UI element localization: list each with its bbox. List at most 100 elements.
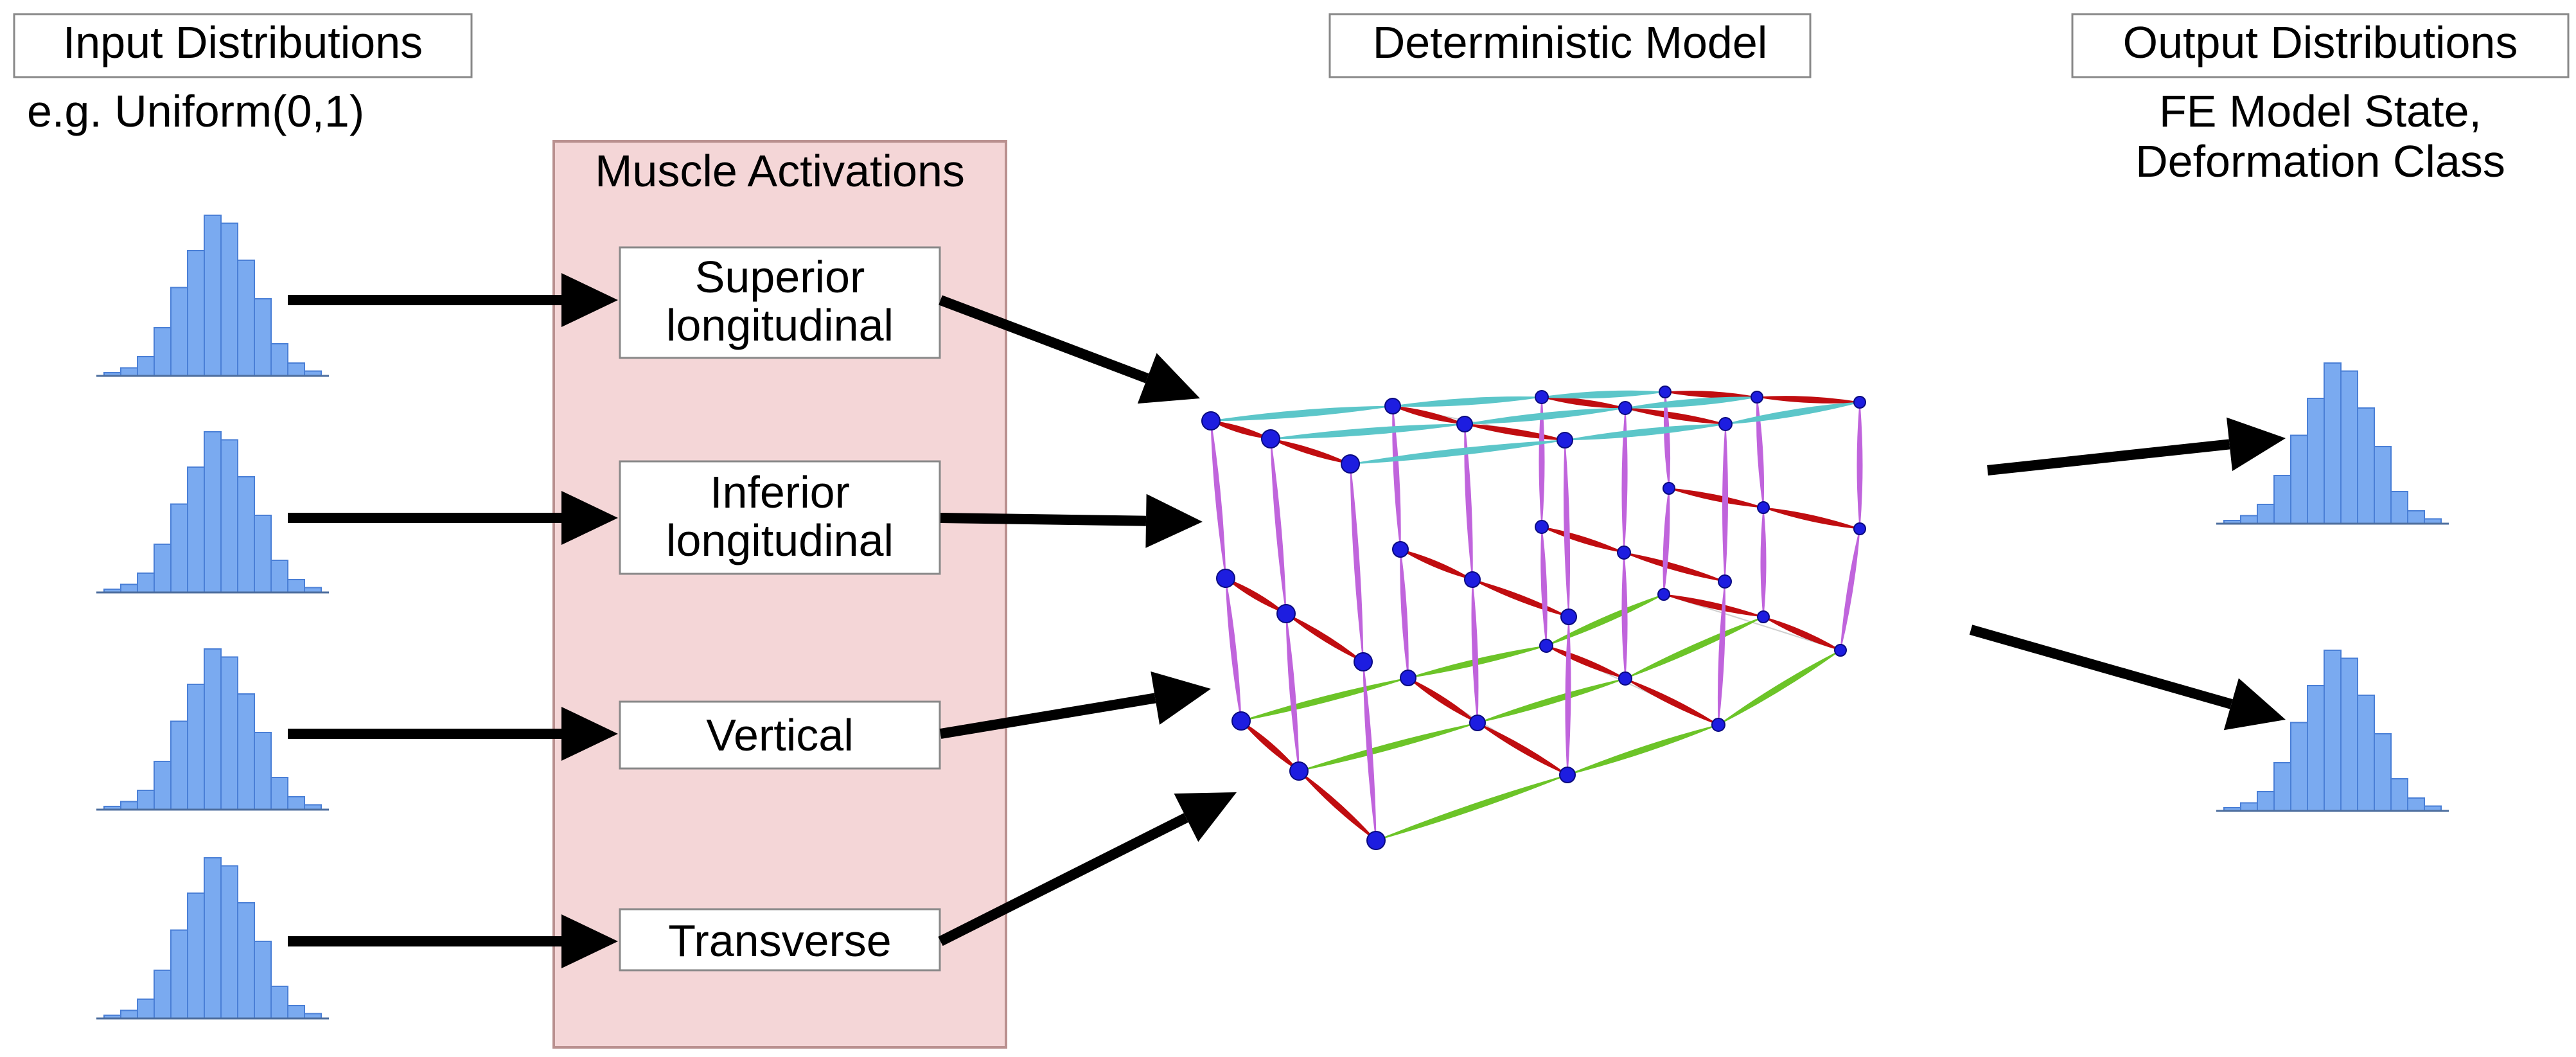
histogram-bar: [120, 801, 138, 810]
fiber-transverse: [1541, 396, 1626, 409]
histogram-bar: [187, 893, 205, 1019]
histogram-bar: [237, 260, 255, 377]
fiber-vertical: [1756, 396, 1765, 508]
mesh-node: [1657, 588, 1670, 601]
histogram-bar: [120, 1009, 138, 1019]
histogram-bar: [270, 343, 288, 377]
input-histogram: [96, 857, 329, 1020]
muscle-label-superior: Superior: [695, 252, 865, 302]
histogram-bar: [170, 287, 188, 377]
fiber-superior-longitudinal: [1725, 402, 1860, 425]
histogram-bar: [154, 327, 172, 377]
histogram-bar: [2257, 791, 2275, 812]
mesh-node: [1559, 767, 1576, 783]
histogram-bar: [137, 356, 155, 377]
arrow-icon: [2223, 678, 2286, 731]
fiber-transverse: [1285, 613, 1364, 662]
histogram-bar: [154, 761, 172, 810]
fiber-superior-longitudinal: [1541, 390, 1666, 399]
arrow-icon: [1145, 493, 1203, 548]
histogram-bar: [137, 790, 155, 810]
histogram-bar: [154, 970, 172, 1019]
histogram-bar: [137, 573, 155, 593]
fiber-vertical: [1717, 581, 1726, 725]
arrow-icon: [1137, 353, 1200, 404]
fiber-vertical: [1621, 407, 1628, 553]
mesh-node: [1354, 652, 1373, 671]
mesh-node: [1341, 454, 1360, 474]
mesh-node: [1718, 574, 1732, 589]
fiber-inferior-longitudinal: [1375, 774, 1568, 841]
mesh-node: [1469, 715, 1486, 731]
histogram-bar: [287, 579, 305, 593]
arrow-icon: [2227, 417, 2286, 472]
input-title: Input Distributions: [63, 17, 423, 67]
fiber-transverse: [1546, 645, 1626, 679]
input-subtitle: e.g. Uniform(0,1): [27, 86, 364, 136]
fiber-vertical: [1760, 507, 1767, 617]
mesh-node: [1853, 396, 1866, 409]
fiber-vertical: [1840, 528, 1860, 651]
fiber-transverse: [1407, 677, 1478, 724]
arrow-icon: [561, 273, 618, 327]
mesh-node: [1757, 501, 1770, 514]
fiber-inferior-longitudinal: [1625, 616, 1764, 679]
histogram-bar: [2390, 778, 2408, 812]
histogram-bar: [254, 941, 272, 1019]
fiber-vertical: [1350, 463, 1364, 662]
activations-title: Muscle Activations: [595, 146, 965, 196]
mesh-node: [1216, 569, 1235, 588]
fiber-transverse: [1477, 722, 1568, 776]
output-subtitle-line-2: Deformation Class: [2135, 136, 2505, 186]
histogram-bar: [220, 656, 238, 810]
fiber-transverse: [1472, 579, 1569, 617]
arrow-shaft: [938, 813, 1188, 946]
mesh-node: [1618, 671, 1632, 686]
histogram-bar: [2307, 685, 2325, 812]
histogram-bar: [187, 466, 205, 593]
input-histogram: [96, 215, 329, 377]
mesh-node: [1718, 417, 1733, 431]
fiber-vertical: [1210, 420, 1226, 579]
histogram-bar: [2240, 515, 2258, 524]
arrow-shaft: [939, 693, 1156, 739]
mesh-node: [1853, 522, 1866, 535]
mesh-node: [1456, 416, 1473, 432]
histogram-bar: [120, 583, 138, 593]
histogram-bar: [2307, 398, 2325, 524]
fiber-inferior-longitudinal: [1477, 678, 1626, 724]
mesh-node: [1231, 711, 1251, 731]
fiber-vertical: [1270, 438, 1287, 614]
fiber-inferior-longitudinal: [1567, 724, 1719, 776]
muscle-box-inferior-longitudinal: [619, 460, 941, 575]
histogram-bar: [2374, 446, 2392, 524]
fiber-vertical: [1225, 578, 1242, 722]
fiber-vertical: [1400, 549, 1409, 679]
histogram-bar: [254, 298, 272, 377]
mesh-node: [1535, 390, 1549, 404]
mesh-node: [1392, 541, 1409, 558]
mesh-node: [1276, 604, 1296, 623]
fiber-vertical: [1722, 423, 1728, 582]
fiber-transverse: [1270, 438, 1351, 465]
muscle-label-inferior-2: longitudinal: [666, 515, 894, 565]
output-histogram: [2216, 362, 2449, 525]
arrow-icon: [561, 707, 618, 761]
mesh-node: [1535, 520, 1549, 534]
histogram-bar: [287, 362, 305, 377]
histogram-bar: [2273, 762, 2291, 812]
fiber-transverse: [1625, 407, 1726, 425]
histogram-bar: [170, 929, 188, 1019]
histogram-bar: [204, 857, 222, 1019]
histogram-bar: [2273, 475, 2291, 524]
histogram-bar: [2324, 650, 2342, 812]
histogram-bar: [220, 865, 238, 1019]
histogram-bar: [270, 560, 288, 593]
arrow-icon: [1151, 671, 1211, 725]
mesh-node: [1539, 639, 1553, 653]
mesh-node: [1617, 546, 1631, 560]
fiber-transverse: [1464, 423, 1566, 441]
histogram-bar: [287, 1005, 305, 1019]
muscle-box-superior-longitudinal: [619, 246, 941, 359]
histogram-bar: [237, 476, 255, 593]
